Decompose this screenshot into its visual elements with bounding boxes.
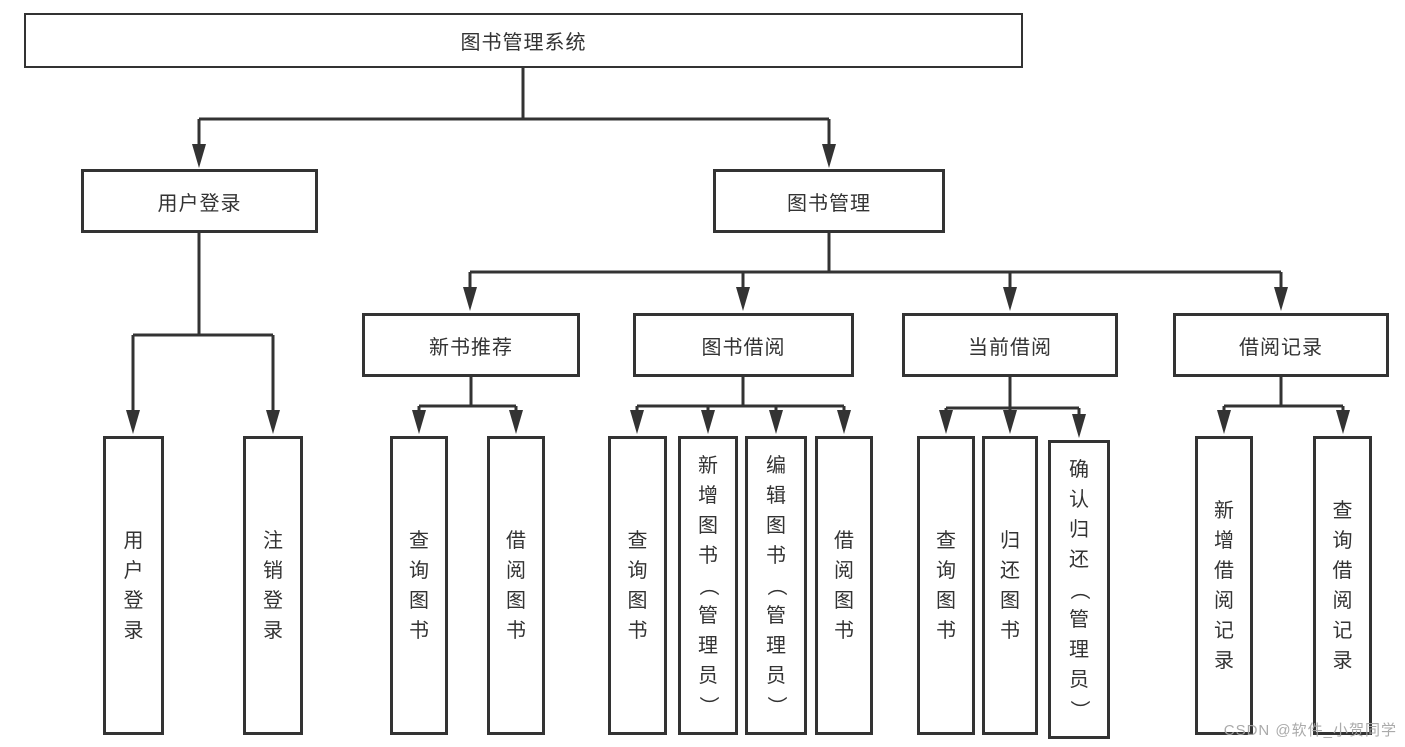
- leaf-query-books-borrow: 查询图书: [608, 436, 667, 735]
- leaf-query-borrow-record: 查询借阅记录: [1313, 436, 1372, 735]
- node-label: 图书借阅: [701, 336, 786, 359]
- node-new-book-recommendation: 新书推荐: [362, 313, 580, 377]
- connector-newbookrec-children: [417, 377, 518, 412]
- leaf-edit-books-admin: 编辑图书（管理员）: [745, 436, 807, 735]
- csdn-watermark: CSDN @软件_小贺同学: [1223, 722, 1397, 739]
- node-current-borrowing: 当前借阅: [902, 313, 1118, 377]
- connector-bookmgmt-children: [468, 233, 1283, 289]
- node-label: 用户登录: [157, 192, 242, 215]
- leaf-user-login: 用户登录: [103, 436, 164, 735]
- leaf-add-books-admin: 新增图书（管理员）: [678, 436, 738, 735]
- node-book-management: 图书管理: [713, 169, 945, 233]
- node-label: 图书管理系统: [460, 32, 587, 54]
- leaf-query-books-current: 查询图书: [917, 436, 975, 735]
- connector-borrowrecords-children: [1222, 377, 1345, 412]
- node-library-management-system: 图书管理系统: [24, 13, 1023, 68]
- leaf-add-borrow-record: 新增借阅记录: [1195, 436, 1253, 735]
- connector-root-to-level2: [197, 68, 831, 146]
- node-label: 当前借阅: [968, 336, 1052, 359]
- leaf-logout: 注销登录: [243, 436, 303, 735]
- leaf-return-books: 归还图书: [982, 436, 1038, 735]
- node-borrowing-records: 借阅记录: [1173, 313, 1389, 377]
- leaf-borrow-books: 借阅图书: [815, 436, 873, 735]
- connector-userlogin-children: [131, 233, 275, 412]
- arrowheads: [126, 144, 1350, 438]
- leaf-confirm-return-admin: 确认归还（管理员）: [1048, 440, 1110, 739]
- node-book-borrowing: 图书借阅: [633, 313, 854, 377]
- connector-bookborrow-children: [635, 377, 846, 412]
- node-user-login: 用户登录: [81, 169, 318, 233]
- leaf-borrow-books-rec: 借阅图书: [487, 436, 545, 735]
- leaf-query-books-rec: 查询图书: [390, 436, 448, 735]
- node-label: 图书管理: [787, 192, 871, 215]
- node-label: 借阅记录: [1239, 336, 1323, 359]
- node-label: 新书推荐: [429, 336, 513, 359]
